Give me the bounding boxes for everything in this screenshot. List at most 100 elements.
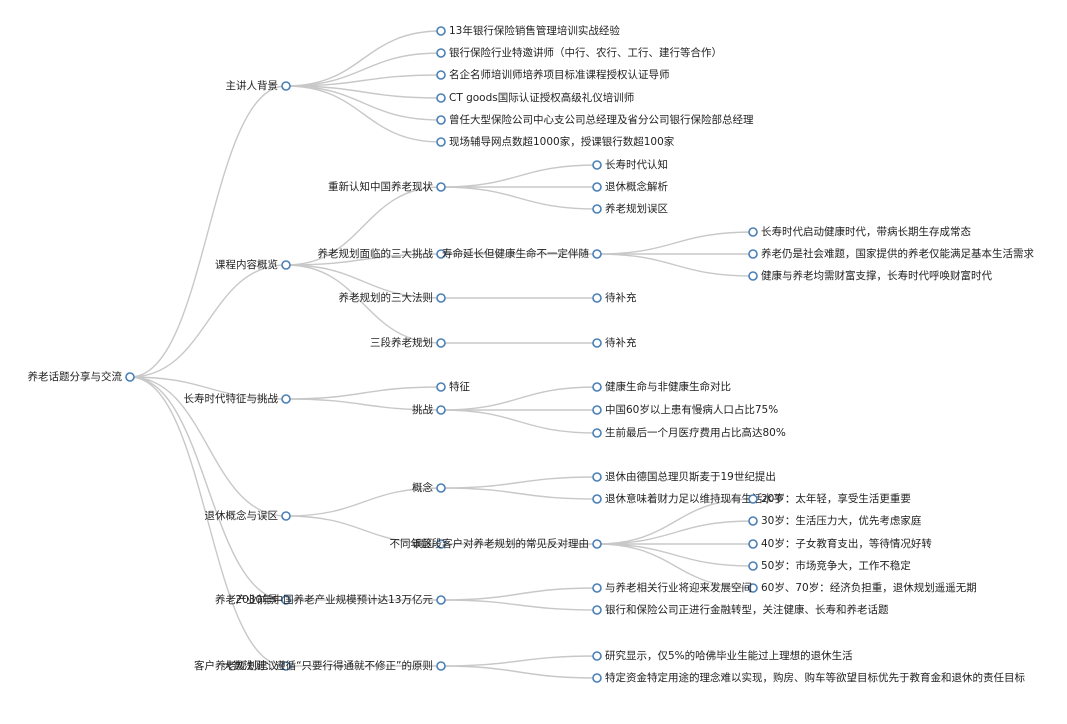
node-toggle-circle-icon[interactable] bbox=[436, 293, 446, 303]
mindmap-node[interactable]: 50岁：市场竞争大，工作不稳定 bbox=[748, 559, 911, 572]
node-toggle-circle-icon[interactable] bbox=[436, 137, 446, 147]
node-toggle-circle-icon[interactable] bbox=[281, 511, 291, 521]
mindmap-node[interactable]: 误区 bbox=[412, 538, 446, 550]
mindmap-node[interactable]: 长寿时代认知 bbox=[592, 158, 668, 171]
node-toggle-circle-icon[interactable] bbox=[592, 583, 602, 593]
node-toggle-circle-icon[interactable] bbox=[592, 293, 602, 303]
mindmap-node[interactable]: CT goods国际认证授权高级礼仪培训师 bbox=[436, 91, 634, 104]
mindmap-node[interactable]: 重新认知中国养老现状 bbox=[328, 180, 446, 193]
mindmap-node[interactable]: 养老规划误区 bbox=[592, 202, 668, 215]
node-toggle-circle-icon[interactable] bbox=[436, 26, 446, 36]
node-toggle-circle-icon[interactable] bbox=[592, 182, 602, 192]
node-toggle-circle-icon[interactable] bbox=[592, 494, 602, 504]
node-toggle-circle-icon[interactable] bbox=[436, 249, 446, 259]
node-toggle-circle-icon[interactable] bbox=[748, 494, 758, 504]
node-toggle-circle-icon[interactable] bbox=[436, 405, 446, 415]
mindmap-node[interactable]: 课程内容概览 bbox=[215, 258, 291, 271]
node-toggle-circle-icon[interactable] bbox=[436, 48, 446, 58]
mindmap-node[interactable]: 中国60岁以上患有慢病人口占比75% bbox=[592, 403, 778, 416]
node-toggle-circle-icon[interactable] bbox=[748, 561, 758, 571]
mindmap-node[interactable]: 长寿时代启动健康时代，带病长期生存成常态 bbox=[748, 225, 971, 238]
mindmap-node[interactable]: 退休意味着财力足以维持现有生活水平 bbox=[592, 492, 784, 505]
mindmap-node[interactable]: 特定资金特定用途的理念难以实现，购房、购车等欲望目标优先于教育金和退休的责任目标 bbox=[592, 671, 1025, 684]
mindmap-node[interactable]: 养老仍是社会难题，国家提供的养老仅能满足基本生活需求 bbox=[748, 247, 1034, 260]
node-toggle-circle-icon[interactable] bbox=[748, 249, 758, 259]
node-toggle-circle-icon[interactable] bbox=[281, 661, 291, 671]
mindmap-node[interactable]: 2030年中国养老产业规模预计达13万亿元 bbox=[235, 593, 446, 606]
node-toggle-circle-icon[interactable] bbox=[592, 673, 602, 683]
node-toggle-circle-icon[interactable] bbox=[281, 260, 291, 270]
mindmap-node[interactable]: 长寿时代特征与挑战 bbox=[184, 392, 291, 405]
mindmap-node[interactable]: 13年银行保险销售管理培训实战经验 bbox=[436, 24, 620, 37]
node-toggle-circle-icon[interactable] bbox=[436, 115, 446, 125]
node-label: 退休概念与误区 bbox=[205, 509, 279, 522]
branch-link bbox=[440, 487, 598, 500]
mindmap-node[interactable]: 三段养老规划 bbox=[370, 336, 446, 349]
node-toggle-circle-icon[interactable] bbox=[748, 271, 758, 281]
mindmap-node[interactable]: 健康与养老均需财富支撑，长寿时代呼唤财富时代 bbox=[748, 269, 992, 282]
mindmap-nodes: 养老话题分享与交流 主讲人背景 13年银行保险销售管理培训实战经验银行保险行业特邀讲… bbox=[28, 24, 1035, 684]
mindmap-node[interactable]: 退休由德国总理贝斯麦于19世纪提出 bbox=[592, 470, 776, 483]
node-toggle-circle-icon[interactable] bbox=[436, 93, 446, 103]
node-toggle-circle-icon[interactable] bbox=[436, 70, 446, 80]
mindmap-node[interactable]: 特征 bbox=[436, 381, 470, 393]
mindmap-node[interactable]: 概念 bbox=[412, 481, 446, 494]
node-toggle-circle-icon[interactable] bbox=[592, 160, 602, 170]
node-toggle-circle-icon[interactable] bbox=[592, 382, 602, 392]
mindmap-node[interactable]: 大数法则：遵循“只要行得通就不修正”的原则 bbox=[223, 659, 446, 672]
node-toggle-circle-icon[interactable] bbox=[748, 539, 758, 549]
node-toggle-circle-icon[interactable] bbox=[125, 372, 135, 382]
mindmap-node[interactable]: 挑战 bbox=[412, 403, 446, 416]
mindmap-node[interactable]: 60岁、70岁：经济负担重，退休规划遥遥无期 bbox=[748, 581, 977, 594]
mindmap-node[interactable]: 与养老相关行业将迎来发展空间 bbox=[592, 581, 752, 594]
branch-link bbox=[440, 386, 598, 411]
node-toggle-circle-icon[interactable] bbox=[748, 516, 758, 526]
mindmap-node[interactable]: 生前最后一个月医疗费用占比高达80% bbox=[592, 426, 786, 439]
node-toggle-circle-icon[interactable] bbox=[592, 605, 602, 615]
mindmap-node[interactable]: 待补充 bbox=[592, 336, 637, 349]
node-toggle-circle-icon[interactable] bbox=[748, 227, 758, 237]
mindmap-node[interactable]: 现场辅导网点数超1000家，授课银行数超100家 bbox=[436, 135, 675, 148]
node-toggle-circle-icon[interactable] bbox=[748, 583, 758, 593]
mindmap-node[interactable]: 银行保险行业特邀讲师（中行、农行、工行、建行等合作） bbox=[436, 46, 722, 59]
node-toggle-circle-icon[interactable] bbox=[592, 539, 602, 549]
node-toggle-circle-icon[interactable] bbox=[281, 595, 291, 605]
node-toggle-circle-icon[interactable] bbox=[592, 338, 602, 348]
node-toggle-circle-icon[interactable] bbox=[281, 394, 291, 404]
node-label: CT goods国际认证授权高级礼仪培训师 bbox=[449, 91, 634, 104]
mindmap-node[interactable]: 客户养老规划建议 bbox=[194, 659, 291, 672]
mindmap-node[interactable]: 名企名师培训师培养项目标准课程授权认证导师 bbox=[436, 68, 670, 81]
mindmap-node[interactable]: 退休概念解析 bbox=[592, 180, 668, 193]
mindmap-root-node[interactable]: 养老话题分享与交流 bbox=[28, 370, 135, 383]
mindmap-node[interactable]: 研究显示，仅5%的哈佛毕业生能过上理想的退休生活 bbox=[592, 649, 853, 662]
node-toggle-circle-icon[interactable] bbox=[436, 382, 446, 392]
node-toggle-circle-icon[interactable] bbox=[592, 405, 602, 415]
node-toggle-circle-icon[interactable] bbox=[436, 182, 446, 192]
node-toggle-circle-icon[interactable] bbox=[592, 428, 602, 438]
mindmap-node[interactable]: 退休概念与误区 bbox=[205, 509, 291, 522]
mindmap-node[interactable]: 养老规划面临的三大挑战 bbox=[318, 247, 446, 260]
mindmap-node[interactable]: 曾任大型保险公司中心支公司总经理及省分公司银行保险部总经理 bbox=[436, 113, 754, 126]
node-toggle-circle-icon[interactable] bbox=[436, 661, 446, 671]
mindmap-node[interactable]: 不同年龄段客户对养老规划的常见反对理由 bbox=[390, 537, 602, 550]
node-toggle-circle-icon[interactable] bbox=[436, 483, 446, 493]
mindmap-node[interactable]: 银行和保险公司正进行金融转型，关注健康、长寿和养老话题 bbox=[592, 603, 889, 616]
mindmap-node[interactable]: 寿命延长但健康生命不一定伴随 bbox=[442, 247, 602, 260]
node-toggle-circle-icon[interactable] bbox=[436, 595, 446, 605]
mindmap-node[interactable]: 健康生命与非健康生命对比 bbox=[592, 380, 731, 393]
mindmap-node[interactable]: 养老产业前景 bbox=[215, 593, 291, 606]
node-toggle-circle-icon[interactable] bbox=[436, 539, 446, 549]
node-toggle-circle-icon[interactable] bbox=[592, 472, 602, 482]
node-toggle-circle-icon[interactable] bbox=[281, 81, 291, 91]
node-toggle-circle-icon[interactable] bbox=[592, 249, 602, 259]
mindmap-node[interactable]: 主讲人背景 bbox=[226, 79, 291, 92]
node-toggle-circle-icon[interactable] bbox=[436, 338, 446, 348]
mindmap-node[interactable]: 待补充 bbox=[592, 291, 637, 304]
mindmap-node[interactable]: 20岁：太年轻，享受生活更重要 bbox=[748, 492, 911, 505]
node-toggle-circle-icon[interactable] bbox=[592, 204, 602, 214]
mindmap-node[interactable]: 40岁：子女教育支出，等待情况好转 bbox=[748, 537, 932, 550]
mindmap-node[interactable]: 养老规划的三大法则 bbox=[339, 291, 446, 304]
node-label: 退休概念解析 bbox=[605, 180, 668, 193]
node-toggle-circle-icon[interactable] bbox=[592, 651, 602, 661]
mindmap-node[interactable]: 30岁：生活压力大，优先考虑家庭 bbox=[748, 514, 922, 527]
